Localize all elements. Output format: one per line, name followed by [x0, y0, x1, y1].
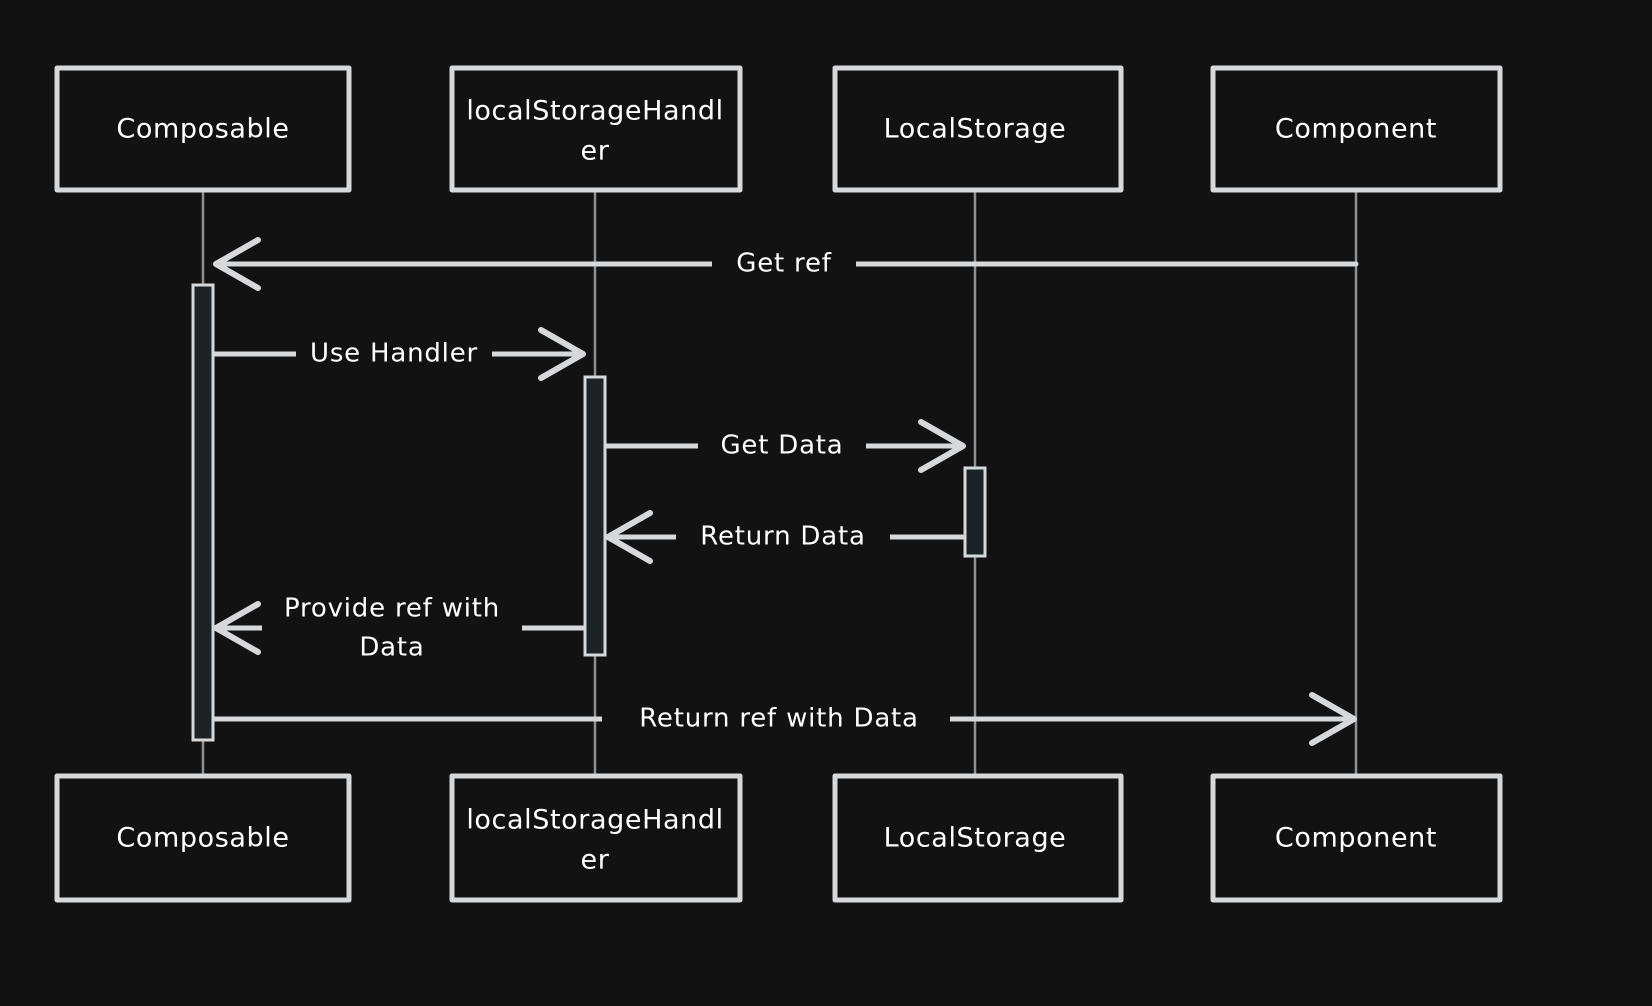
actor-label-localstorage-bottom: LocalStorage	[884, 823, 1067, 854]
message-label-backdrop-return-ref-with-data	[602, 701, 950, 737]
actor-bottom-component[interactable]: Component	[1210, 773, 1503, 903]
arrowhead-right-get-data	[918, 419, 966, 473]
actor-top-localstoragehandler[interactable]: localStorageHandl er	[449, 65, 743, 193]
actor-box-component-bottom[interactable]	[1210, 773, 1503, 903]
activation-bar-composable	[191, 283, 215, 742]
arrowhead-left-return-data	[605, 510, 653, 564]
message-label-get-ref: Get ref	[736, 249, 832, 279]
arrowhead-right-return-ref-with-data	[1309, 692, 1357, 746]
actor-bottom-composable[interactable]: Composable	[54, 773, 352, 903]
actor-box-composable-top[interactable]	[54, 65, 352, 193]
actor-label-localstoragehandler-top: localStorageHandl	[466, 96, 723, 127]
message-label-use-handler: Use Handler	[310, 339, 478, 369]
arrowhead-left-provide-ref-with-data	[213, 601, 261, 655]
actor-top-component[interactable]: Component	[1210, 65, 1503, 193]
actor-box-localstoragehandler-bottom[interactable]	[449, 773, 743, 903]
message-label-return-ref-with-data: Return ref with Data	[639, 704, 919, 734]
actor-label-localstoragehandler-bottom-line2: er	[581, 845, 610, 876]
actor-label-localstoragehandler-bottom: localStorageHandl	[466, 805, 723, 836]
message-provide-ref-with-data[interactable]: Provide ref with Data	[213, 588, 586, 666]
actor-label-component-bottom: Component	[1275, 823, 1437, 854]
activation-bar-localstoragehandler	[583, 375, 607, 657]
message-label-provide-ref-with-data: Provide ref with	[284, 594, 500, 624]
message-label-backdrop-get-ref	[712, 246, 856, 282]
actor-top-localstorage[interactable]: LocalStorage	[832, 65, 1124, 193]
actor-bottom-localstorage[interactable]: LocalStorage	[832, 773, 1124, 903]
message-label-backdrop-provide-ref-with-data	[262, 588, 522, 666]
actor-label-localstoragehandler-top-line2: er	[581, 136, 610, 167]
actor-box-localstoragehandler-top[interactable]	[449, 65, 743, 193]
message-use-handler[interactable]: Use Handler	[211, 327, 586, 381]
actor-box-localstorage-top[interactable]	[832, 65, 1124, 193]
actor-box-composable-bottom[interactable]	[54, 773, 352, 903]
message-get-data[interactable]: Get Data	[603, 419, 966, 473]
arrowhead-left-get-ref	[213, 237, 261, 291]
message-label-return-data: Return Data	[700, 522, 865, 552]
actor-top-composable[interactable]: Composable	[54, 65, 352, 193]
message-label-backdrop-get-data	[698, 428, 866, 464]
message-label-backdrop-return-data	[676, 519, 890, 555]
activation-bar-localstorage	[963, 466, 987, 558]
message-label-provide-ref-with-data-line2: Data	[359, 633, 424, 663]
actor-bottom-localstoragehandler[interactable]: localStorageHandl er	[449, 773, 743, 903]
activation-bars	[191, 283, 987, 742]
actor-label-component-top: Component	[1275, 114, 1437, 145]
message-return-ref-with-data[interactable]: Return ref with Data	[211, 692, 1357, 746]
message-label-backdrop-use-handler	[296, 336, 492, 372]
message-label-get-data: Get Data	[720, 431, 843, 461]
actor-box-localstorage-bottom[interactable]	[832, 773, 1124, 903]
actor-box-component-top[interactable]	[1210, 65, 1503, 193]
actor-label-composable-bottom: Composable	[116, 823, 289, 854]
message-get-ref[interactable]: Get ref	[213, 237, 1359, 291]
actor-label-composable-top: Composable	[116, 114, 289, 145]
actor-label-localstorage-top: LocalStorage	[884, 114, 1067, 145]
arrowhead-right-use-handler	[538, 327, 586, 381]
message-return-data[interactable]: Return Data	[605, 510, 966, 564]
